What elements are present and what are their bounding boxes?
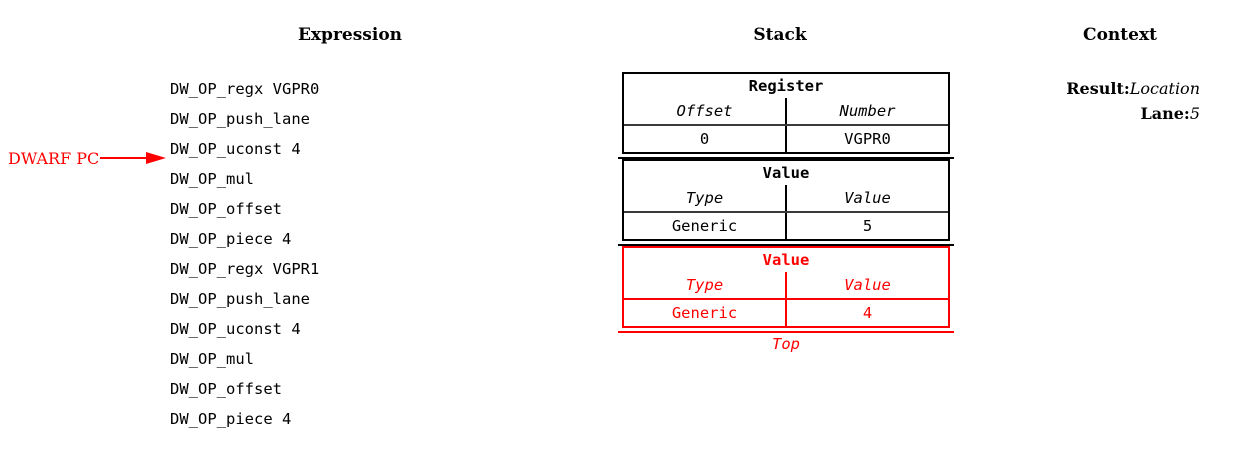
stack-frame-header-row: Type Value — [624, 185, 948, 211]
expression-line: DW_OP_push_lane — [170, 110, 310, 128]
stack-frame-value-row: 0 VGPR0 — [624, 126, 948, 152]
stack-frame-separator-rule — [618, 244, 954, 246]
context-entry-value: 5 — [1189, 104, 1200, 123]
stack-frame-column-header: Number — [839, 102, 896, 120]
dwarf-pc-label: DWARF PC — [8, 148, 100, 168]
stack-frame-column-header: Offset — [624, 98, 787, 124]
stack-frame-column-header: Value — [844, 189, 891, 207]
right-arrow-icon — [100, 152, 167, 164]
stack-frame-column-header: Value — [844, 276, 891, 294]
context-entry: Lane:5 — [990, 101, 1200, 126]
expression-line: DW_OP_regx VGPR0 — [170, 80, 320, 98]
stack-frame-value: Generic — [624, 300, 787, 326]
context-entry-value: Location — [1129, 79, 1200, 98]
expression-line: DW_OP_piece 4 — [170, 410, 292, 428]
stack-frame-column-header: Type — [624, 185, 787, 211]
stack-frame-divider — [624, 211, 948, 213]
expression-line: DW_OP_uconst 4 — [170, 320, 301, 338]
stack-frame-value: 5 — [862, 217, 873, 235]
expression-line: DW_OP_offset — [170, 380, 282, 398]
stack-frame-header-row: Offset Number — [624, 98, 948, 124]
expression-line: DW_OP_mul — [170, 170, 254, 188]
context-entry: Result:Location — [990, 76, 1200, 101]
expression-line: DW_OP_mul — [170, 350, 254, 368]
stack-frame-column-header: Type — [624, 272, 787, 298]
stack-frame-value: VGPR0 — [844, 130, 891, 148]
context-entry-key: Lane: — [1140, 104, 1190, 123]
stack-frame-value-row: Generic 4 — [624, 300, 948, 326]
stack-frame-separator-rule — [618, 331, 954, 333]
expression-line: DW_OP_uconst 4 — [170, 140, 301, 158]
stack-frame-header-row: Type Value — [624, 272, 948, 298]
stack-frame-value: 0 — [624, 126, 787, 152]
expression-line: DW_OP_offset — [170, 200, 282, 218]
stack-frame-separator-rule — [618, 157, 954, 159]
stack-top-label: Top — [772, 335, 800, 353]
stack-frame-divider — [624, 298, 948, 300]
column-heading-context: Context — [1083, 25, 1157, 45]
dwarf-pc-marker: DWARF PC — [8, 146, 168, 170]
context-entry-key: Result: — [1066, 79, 1130, 98]
stack-frame-value: 4 — [862, 304, 873, 322]
expression-line: DW_OP_regx VGPR1 — [170, 260, 320, 278]
expression-line: DW_OP_piece 4 — [170, 230, 292, 248]
stack-frame-title: Register — [748, 77, 824, 95]
column-heading-expression: Expression — [297, 25, 403, 45]
column-heading-stack: Stack — [753, 25, 807, 45]
stack-frame-title: Value — [762, 251, 810, 269]
stack-frame-title: Value — [762, 164, 810, 182]
stack-frame-divider — [624, 124, 948, 126]
expression-line: DW_OP_push_lane — [170, 290, 310, 308]
stack-frame-value-row: Generic 5 — [624, 213, 948, 239]
stack-frame-value: Generic — [624, 213, 787, 239]
